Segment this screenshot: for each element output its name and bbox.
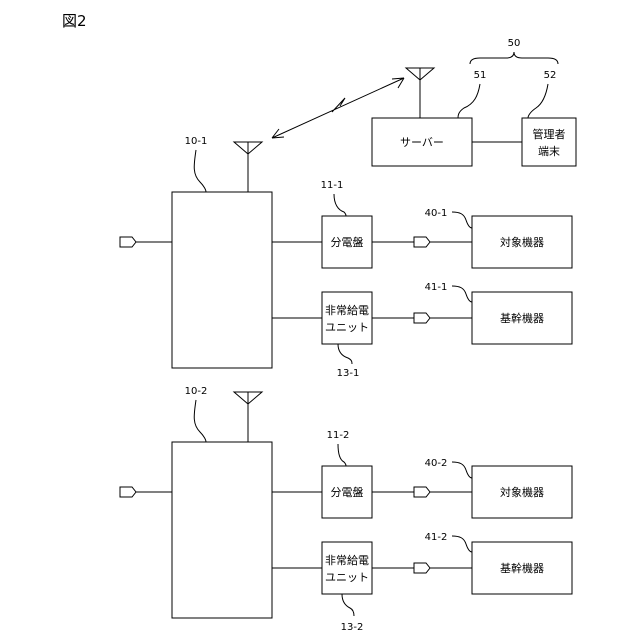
eps-box	[322, 292, 372, 344]
server-group-brace	[470, 52, 558, 64]
eps-label-2: ユニット	[325, 571, 369, 584]
admin-terminal-ref-leader	[528, 84, 548, 118]
panel-label: 分電盤	[331, 236, 364, 249]
eps-label-1: 非常給電	[325, 303, 369, 317]
target-label: 対象機器	[500, 485, 544, 499]
target-ref: 40-2	[425, 458, 448, 469]
eps-ref-leader	[338, 344, 352, 364]
target-plug-icon	[414, 487, 430, 497]
panel-ref: 11-2	[327, 430, 350, 441]
eps-label-1: 非常給電	[325, 553, 369, 567]
eps-ref-leader	[342, 594, 354, 616]
target-ref-leader	[452, 212, 472, 228]
server-label: サーバー	[400, 136, 444, 149]
panel-ref: 11-1	[321, 180, 344, 191]
admin-terminal-label-1: 管理者	[533, 127, 566, 141]
server-antenna-icon	[406, 68, 434, 118]
core-label: 基幹機器	[500, 561, 544, 575]
core-ref-leader	[452, 536, 472, 552]
eps-box	[322, 542, 372, 594]
controller-box	[172, 442, 272, 618]
admin-terminal-box	[522, 118, 576, 166]
target-ref: 40-1	[425, 208, 448, 219]
core-label: 基幹機器	[500, 311, 544, 325]
controller-ref: 10-1	[185, 136, 208, 147]
controller-ref-leader	[194, 150, 206, 192]
core-plug-icon	[414, 563, 430, 573]
core-ref: 41-2	[425, 532, 448, 543]
wireless-link	[272, 78, 404, 138]
eps-ref: 13-2	[341, 622, 364, 633]
panel-ref-leader	[334, 194, 346, 216]
admin-terminal-label-2: 端末	[538, 144, 560, 158]
core-ref: 41-1	[425, 282, 448, 293]
core-plug-icon	[414, 313, 430, 323]
server-ref-leader	[458, 84, 480, 118]
panel-ref-leader	[338, 444, 346, 466]
controller-ref: 10-2	[185, 386, 208, 397]
panel-label: 分電盤	[331, 486, 364, 499]
core-ref-leader	[452, 286, 472, 302]
input-connector-icon	[120, 487, 172, 497]
admin-terminal-ref: 52	[544, 70, 557, 81]
controller-box	[172, 192, 272, 368]
target-plug-icon	[414, 237, 430, 247]
server-ref: 51	[474, 70, 487, 81]
input-connector-icon	[120, 237, 172, 247]
controller-antenna-icon	[234, 142, 262, 192]
eps-label-2: ユニット	[325, 321, 369, 334]
eps-ref: 13-1	[337, 368, 360, 379]
target-ref-leader	[452, 462, 472, 478]
site-1: 10-1 分電盤 11-1 対象機器 40-1 非常給電 ユニット 13-1	[120, 136, 572, 379]
server-group-ref: 50	[508, 38, 521, 49]
figure-label: 図2	[62, 12, 87, 30]
target-label: 対象機器	[500, 235, 544, 249]
controller-ref-leader	[194, 400, 206, 442]
controller-antenna-icon	[234, 392, 262, 442]
site-2: 10-2 分電盤 11-2 対象機器 40-2 非常給電 ユニット 13-2	[120, 386, 572, 633]
